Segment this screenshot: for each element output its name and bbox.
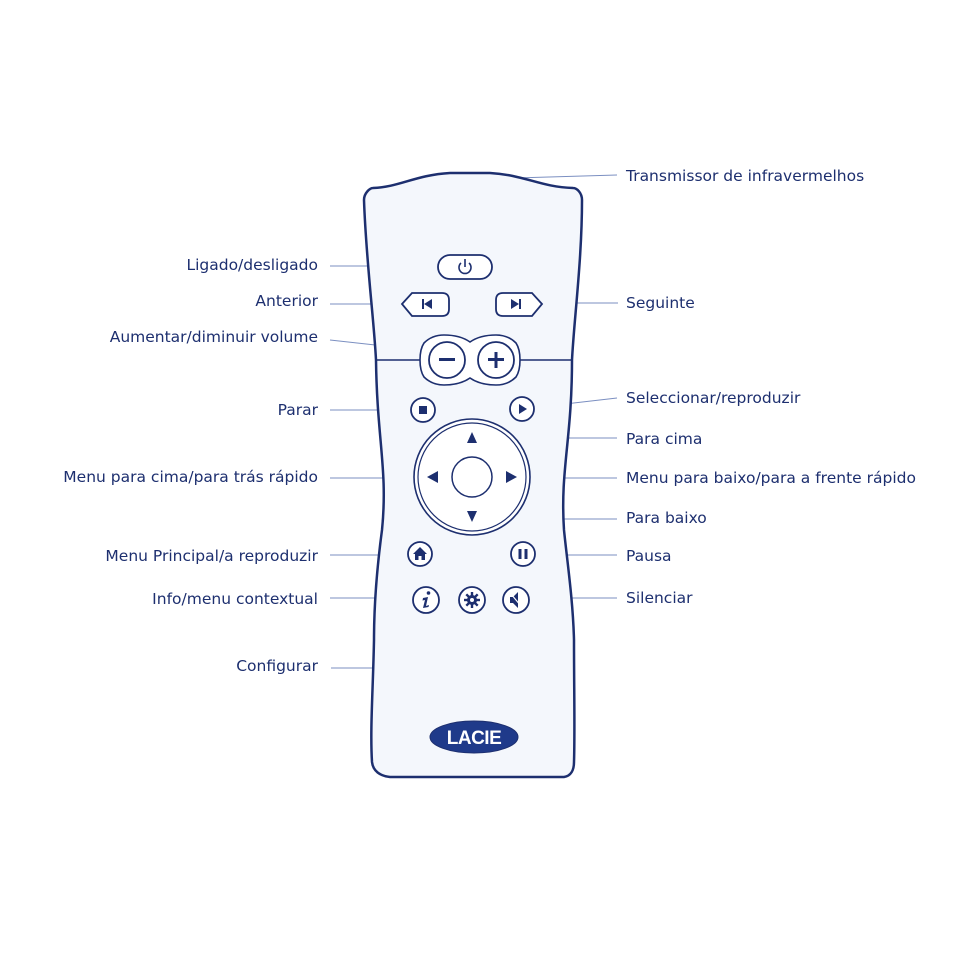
dpad-up-button[interactable] — [467, 432, 477, 443]
label-ir-transmitter: Transmissor de infravermelhos — [626, 167, 865, 185]
stop-icon — [419, 406, 427, 414]
volume-rocker[interactable] — [419, 334, 521, 386]
next-button[interactable] — [495, 292, 544, 317]
pause-button[interactable] — [510, 541, 536, 567]
label-menu-down-forward: Menu para baixo/para a frente rápido — [626, 469, 916, 487]
label-home: Menu Principal/a reproduzir — [105, 547, 318, 565]
select-play-button[interactable] — [509, 396, 535, 422]
label-pause: Pausa — [626, 547, 672, 565]
gear-icon — [464, 592, 480, 608]
logo-text: LACIE — [447, 728, 502, 749]
arrow-up-icon — [467, 432, 477, 443]
label-menu-up-rewind: Menu para cima/para trás rápido — [63, 468, 318, 486]
label-mute: Silenciar — [626, 589, 693, 607]
dpad-down-button[interactable] — [467, 511, 477, 522]
label-down: Para baixo — [626, 509, 707, 527]
skip-next-icon — [511, 299, 521, 309]
stop-button[interactable] — [410, 397, 436, 423]
dpad-right-button[interactable] — [506, 471, 517, 483]
arrow-right-icon — [506, 471, 517, 483]
navigation-pad — [413, 418, 531, 536]
power-button[interactable] — [437, 254, 493, 280]
arrow-down-icon — [467, 511, 477, 522]
home-icon — [413, 547, 427, 560]
skip-previous-icon — [422, 299, 432, 309]
dpad-center-button[interactable] — [451, 456, 493, 498]
pause-icon — [518, 549, 528, 559]
settings-button[interactable] — [458, 586, 486, 614]
info-button[interactable] — [412, 586, 440, 614]
label-up: Para cima — [626, 430, 703, 448]
plus-icon — [488, 352, 504, 368]
info-icon — [422, 591, 431, 608]
power-icon — [458, 259, 472, 275]
arrow-left-icon — [427, 471, 438, 483]
play-icon — [519, 404, 527, 414]
lacie-logo: LACIE — [429, 720, 519, 754]
label-power: Ligado/desligado — [186, 256, 318, 274]
label-volume: Aumentar/diminuir volume — [109, 328, 318, 346]
label-stop: Parar — [277, 401, 318, 419]
label-select-play: Seleccionar/reproduzir — [626, 389, 801, 407]
home-button[interactable] — [407, 541, 433, 567]
leader-ir — [514, 174, 618, 179]
label-next: Seguinte — [626, 294, 695, 312]
label-settings: Configurar — [236, 657, 318, 675]
label-previous: Anterior — [255, 292, 318, 310]
mute-icon — [510, 592, 522, 608]
label-info: Info/menu contextual — [152, 590, 318, 608]
mute-button[interactable] — [502, 586, 530, 614]
minus-icon — [439, 358, 455, 361]
dpad-left-button[interactable] — [427, 471, 438, 483]
previous-button[interactable] — [400, 292, 450, 317]
